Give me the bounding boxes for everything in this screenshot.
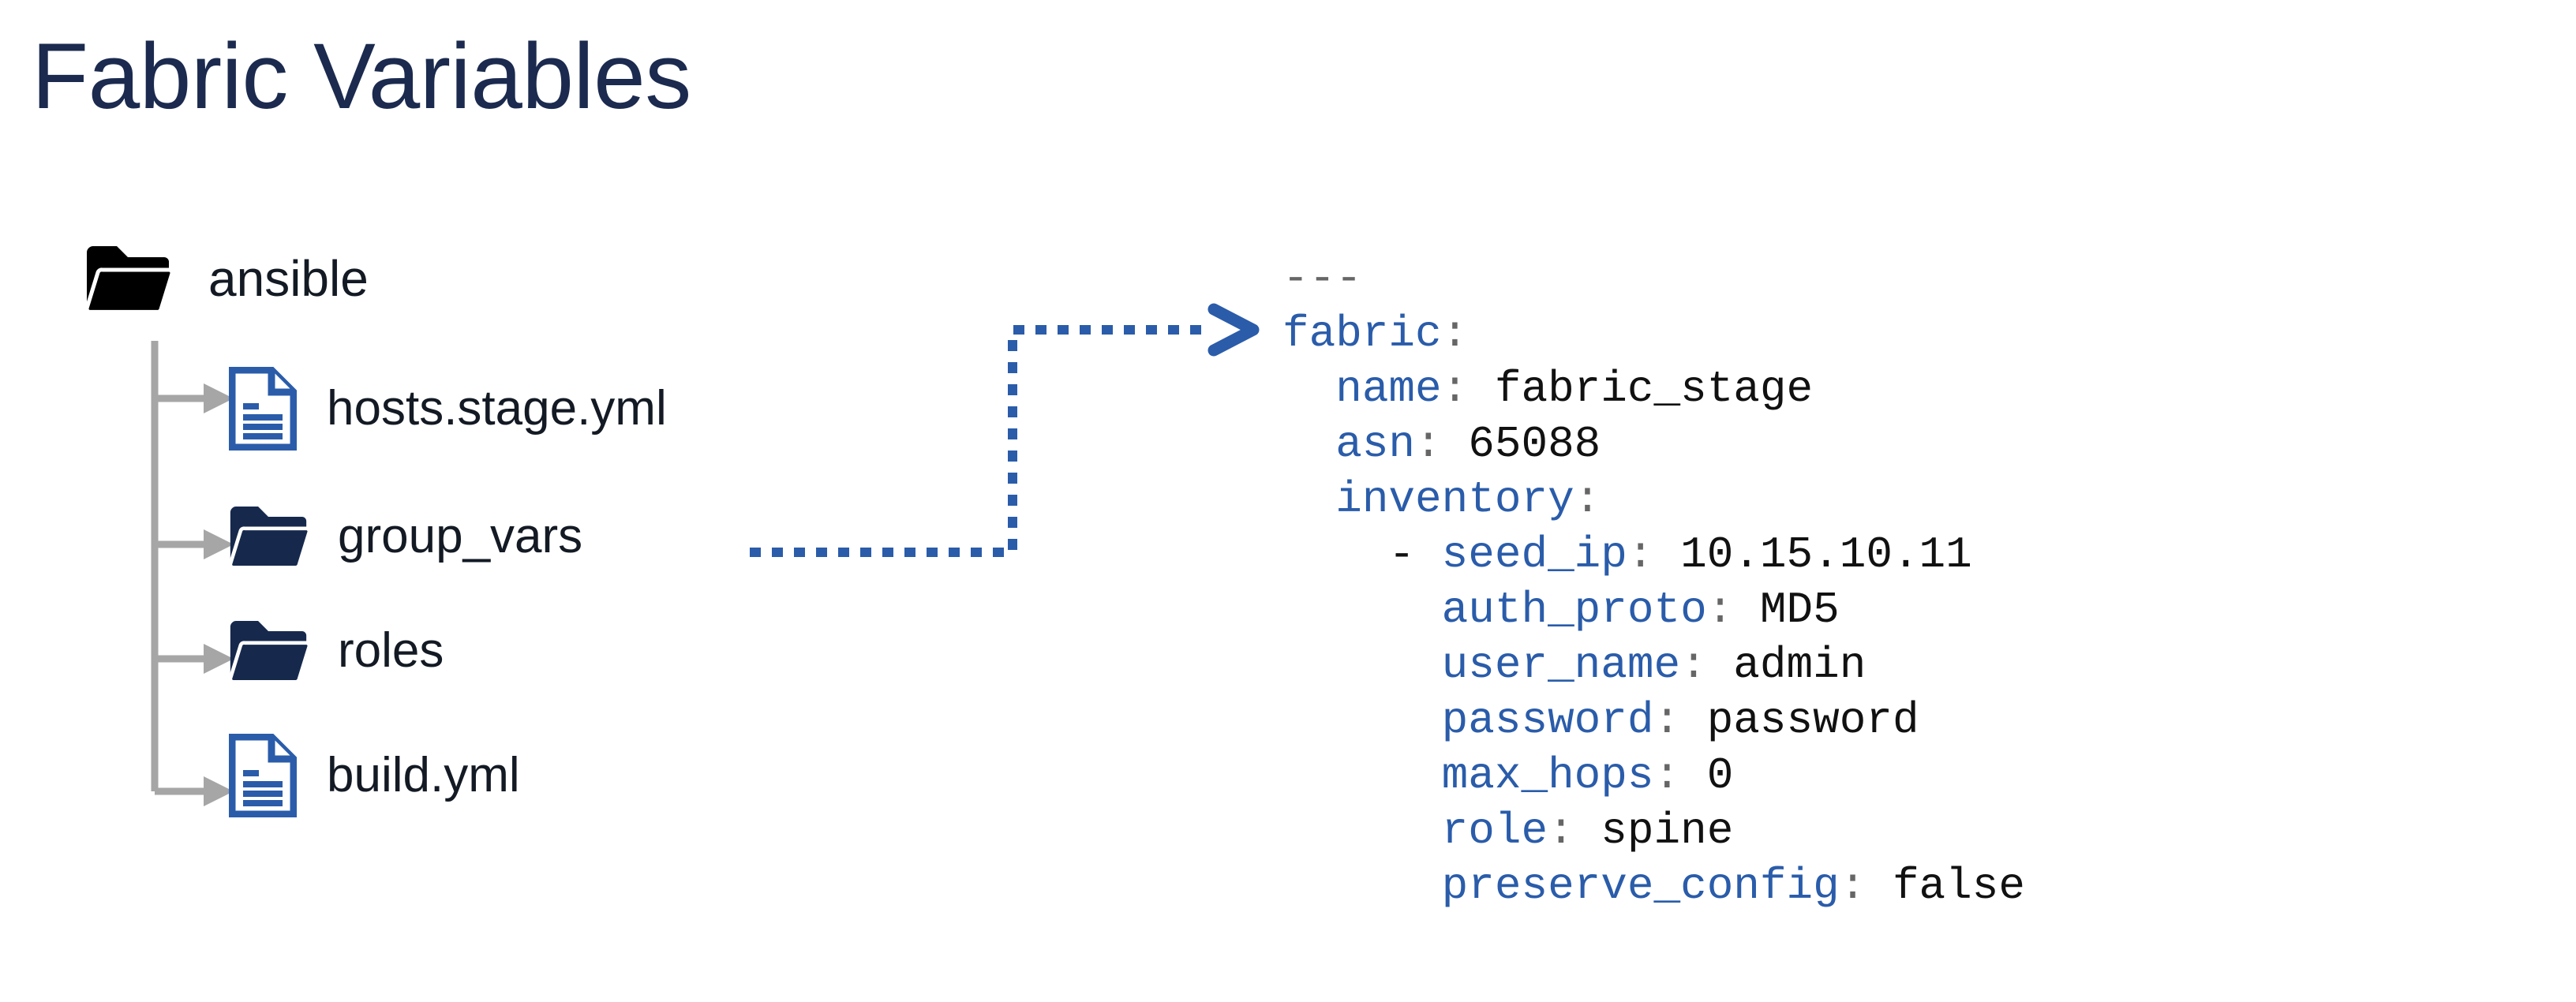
yaml-list-dash: - — [1388, 529, 1442, 580]
yaml-value: spine — [1574, 806, 1734, 856]
tree-item-build-yml[interactable]: build.yml — [229, 734, 520, 817]
yaml-value: 65088 — [1441, 419, 1601, 469]
tree-arrow-icon-4 — [204, 776, 234, 806]
yaml-key: password — [1441, 695, 1654, 746]
tree-item-label: roles — [338, 623, 444, 678]
folder-open-icon — [229, 507, 308, 568]
yaml-line: preserve_config: false — [1282, 858, 2025, 914]
yaml-value: MD5 — [1733, 585, 1840, 635]
folder-open-icon — [229, 621, 308, 682]
yaml-line: user_name: admin — [1282, 637, 2025, 693]
yaml-code-block: ---fabric: name: fabric_stage asn: 65088… — [1282, 251, 2025, 914]
tree-item-label: hosts.stage.yml — [327, 381, 667, 436]
yaml-colon: : — [1653, 750, 1681, 801]
yaml-colon: : — [1839, 861, 1866, 911]
yaml-key: fabric — [1282, 308, 1442, 359]
yaml-colon: : — [1706, 585, 1734, 635]
file-document-icon — [229, 367, 297, 451]
yaml-key: role — [1441, 806, 1548, 856]
yaml-indent — [1282, 585, 1442, 635]
yaml-colon: : — [1574, 474, 1601, 525]
yaml-indent — [1282, 695, 1442, 746]
yaml-indent — [1282, 640, 1442, 690]
yaml-line: - seed_ip: 10.15.10.11 — [1282, 527, 2025, 582]
tree-item-label: build.yml — [327, 748, 520, 802]
yaml-line: auth_proto: MD5 — [1282, 582, 2025, 637]
yaml-value: false — [1866, 861, 2025, 911]
yaml-indent — [1282, 806, 1442, 856]
yaml-key: user_name — [1441, 640, 1681, 690]
yaml-colon: : — [1548, 806, 1574, 856]
yaml-line: asn: 65088 — [1282, 417, 2025, 472]
yaml-line: password: password — [1282, 693, 2025, 748]
yaml-colon: : — [1627, 529, 1654, 580]
yaml-indent — [1282, 474, 1335, 525]
yaml-key: asn — [1335, 419, 1416, 469]
yaml-line: role: spine — [1282, 803, 2025, 858]
yaml-key: max_hops — [1441, 750, 1654, 801]
yaml-value: admin — [1706, 640, 1866, 690]
yaml-key: name — [1335, 364, 1442, 414]
yaml-key: seed_ip — [1441, 529, 1627, 580]
yaml-value: fabric_stage — [1468, 364, 1814, 414]
page-title: Fabric Variables — [32, 24, 691, 129]
yaml-indent — [1282, 364, 1335, 414]
tree-item-label: ansible — [208, 250, 369, 307]
yaml-value: password — [1680, 695, 1919, 746]
yaml-key: inventory — [1335, 474, 1574, 525]
file-tree: ansible hosts.stage.yml group_vars roles — [0, 0, 1105, 1002]
yaml-doc-marker: --- — [1282, 253, 1362, 304]
tree-connector-lines — [151, 341, 234, 806]
yaml-key: preserve_config — [1441, 861, 1840, 911]
yaml-indent — [1282, 861, 1442, 911]
tree-item-group-vars[interactable]: group_vars — [229, 505, 582, 568]
yaml-line: inventory: — [1282, 472, 2025, 527]
tree-item-roles[interactable]: roles — [229, 619, 444, 682]
yaml-indent — [1282, 750, 1442, 801]
tree-item-label: group_vars — [338, 509, 583, 563]
tree-arrow-icon-1 — [204, 383, 234, 413]
chevron-right-icon — [1208, 303, 1260, 357]
connector-dotted-line — [750, 325, 1208, 557]
tree-item-ansible[interactable]: ansible — [85, 245, 369, 312]
yaml-key: auth_proto — [1441, 585, 1707, 635]
tree-arrow-icon-3 — [204, 644, 234, 674]
yaml-colon: : — [1653, 695, 1681, 746]
yaml-indent — [1282, 419, 1335, 469]
yaml-colon: : — [1441, 364, 1469, 414]
yaml-line: fabric: — [1282, 306, 2025, 361]
tree-item-hosts-stage-yml[interactable]: hosts.stage.yml — [229, 367, 667, 451]
yaml-line: max_hops: 0 — [1282, 748, 2025, 803]
yaml-indent — [1282, 529, 1388, 580]
yaml-line: name: fabric_stage — [1282, 361, 2025, 417]
yaml-value: 10.15.10.11 — [1653, 529, 1972, 580]
yaml-colon: : — [1680, 640, 1707, 690]
file-document-icon — [229, 734, 297, 817]
tree-arrow-icon-2 — [204, 529, 234, 559]
yaml-colon: : — [1441, 308, 1469, 359]
yaml-line: --- — [1282, 251, 2025, 306]
yaml-colon: : — [1415, 419, 1442, 469]
folder-open-icon — [85, 246, 170, 312]
yaml-value: 0 — [1680, 750, 1734, 801]
